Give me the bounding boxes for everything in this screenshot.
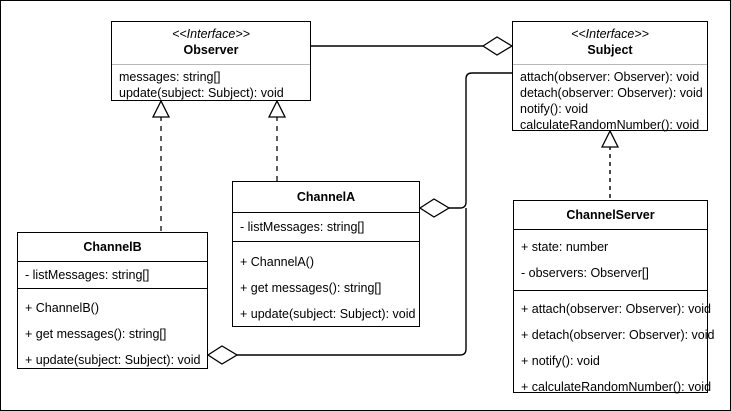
- aggregation-diamond-subject: [481, 36, 514, 56]
- class-member: detach(observer: Observer): void: [520, 86, 703, 100]
- class-header-subject: <<Interface>> Subject: [513, 22, 707, 65]
- class-member: update(subject: Subject): void: [119, 86, 284, 100]
- class-member: + attach(observer: Observer): void: [521, 302, 712, 316]
- class-member: - listMessages: string[]: [240, 220, 365, 234]
- class-member: notify(): void: [520, 102, 589, 116]
- class-methods-channelserver: + attach(observer: Observer): void + det…: [514, 290, 715, 405]
- connector-channela-subject: [449, 72, 512, 209]
- class-member: + get messages(): string[]: [240, 281, 382, 295]
- class-member: messages: string[]: [119, 70, 221, 84]
- class-attributes-channelserver: + state: number - observers: Observer[]: [514, 229, 707, 290]
- class-header-observer: <<Interface>> Observer: [112, 22, 310, 65]
- class-member: + update(subject: Subject): void: [25, 353, 201, 367]
- class-stereotype-observer: <<Interface>>: [172, 27, 250, 41]
- class-member: + update(subject: Subject): void: [240, 307, 416, 321]
- class-box-channela[interactable]: ChannelA - listMessages: string[] + Chan…: [232, 181, 420, 327]
- class-member: calculateRandomNumber(): void: [520, 118, 700, 132]
- class-member: + get messages(): string[]: [25, 327, 167, 341]
- class-box-channelb[interactable]: ChannelB - listMessages: string[] + Chan…: [17, 232, 208, 369]
- class-header-channela: ChannelA: [233, 182, 419, 212]
- class-attributes-channela: - listMessages: string[]: [233, 212, 419, 241]
- aggregation-diamond-channela: [418, 198, 451, 218]
- class-member: attach(observer: Observer): void: [520, 70, 700, 84]
- class-member: - observers: Observer[]: [521, 266, 649, 280]
- class-methods-channelb: + ChannelB() + get messages(): string[] …: [18, 288, 207, 379]
- class-attributes-channelb: - listMessages: string[]: [18, 261, 207, 288]
- class-box-channelserver[interactable]: ChannelServer + state: number - observer…: [513, 200, 715, 394]
- class-name-channela: ChannelA: [296, 190, 356, 204]
- class-header-channelserver: ChannelServer: [514, 201, 707, 229]
- aggregation-diamond-channelb: [206, 345, 239, 365]
- class-member: + notify(): void: [521, 354, 600, 368]
- class-name-channelserver: ChannelServer: [566, 208, 655, 222]
- class-methods-channela: + ChannelA() + get messages(): string[] …: [233, 241, 419, 334]
- class-box-subject[interactable]: <<Interface>> Subject attach(observer: O…: [512, 21, 708, 132]
- class-stereotype-subject: <<Interface>>: [571, 27, 649, 41]
- class-member: - listMessages: string[]: [25, 268, 150, 282]
- class-name-channelb: ChannelB: [83, 240, 142, 254]
- class-box-observer[interactable]: <<Interface>> Observer messages: string[…: [111, 21, 311, 101]
- class-member: + ChannelA(): [240, 255, 314, 269]
- class-name-observer: Observer: [183, 43, 239, 57]
- class-member: + calculateRandomNumber(): void: [521, 380, 712, 394]
- class-attributes-observer: messages: string[] update(subject: Subje…: [112, 65, 310, 105]
- class-member: + state: number: [521, 240, 609, 254]
- class-member: + detach(observer: Observer): void: [521, 328, 715, 342]
- class-operations-subject: attach(observer: Observer): void detach(…: [513, 65, 707, 137]
- class-name-subject: Subject: [587, 43, 633, 57]
- class-header-channelb: ChannelB: [18, 233, 207, 261]
- class-member: + ChannelB(): [25, 301, 99, 315]
